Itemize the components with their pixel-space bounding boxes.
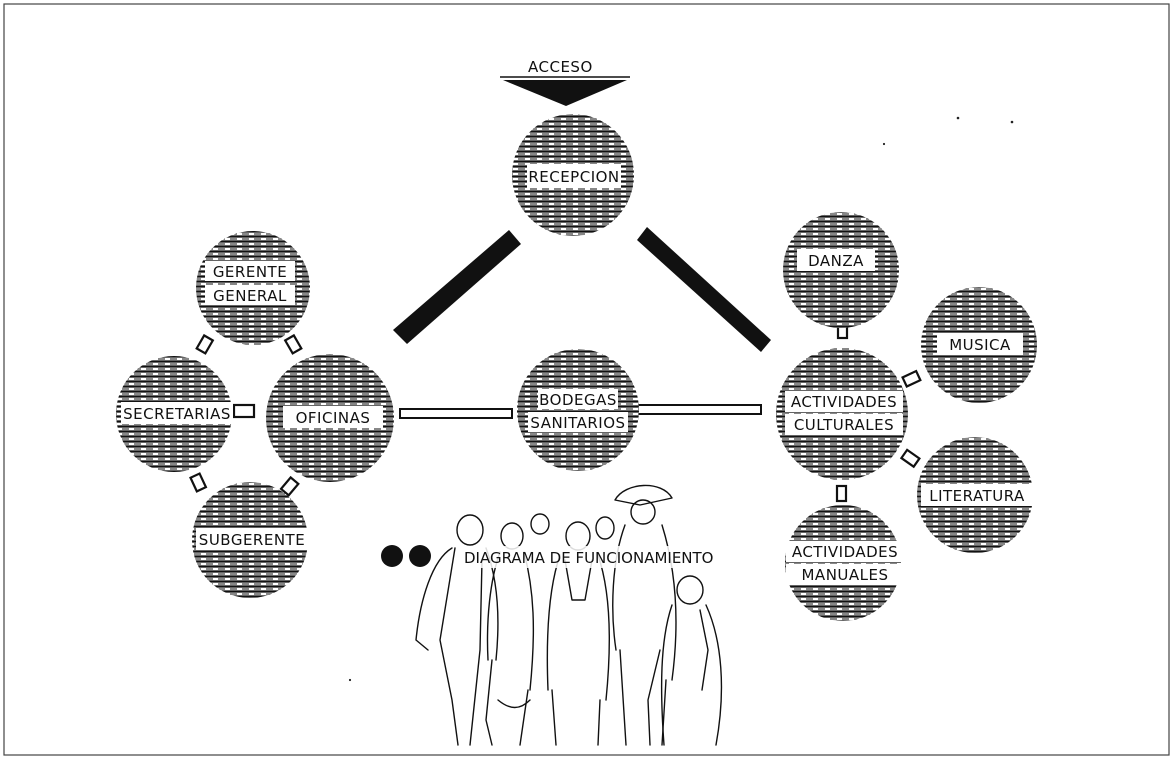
node-subgerente: SUBGERENTE <box>192 482 308 598</box>
connector-recepcion-oficinas <box>393 230 521 344</box>
node-bodegas-sanitarios: BODEGAS SANITARIOS <box>517 349 639 471</box>
node-label: GERENTE <box>213 263 287 281</box>
access-arrow <box>500 76 630 106</box>
title-bullet <box>381 545 403 567</box>
node-label: BODEGAS <box>539 391 617 409</box>
connector-oficinas-bodegas <box>399 408 513 419</box>
node-gerente-general: GERENTE GENERAL <box>196 231 310 345</box>
node-label: CULTURALES <box>794 416 894 434</box>
main-connectors <box>393 227 771 352</box>
node-label: OFICINAS <box>296 409 371 427</box>
node-label: MUSICA <box>949 336 1011 354</box>
node-actividades-manuales: ACTIVIDADES MANUALES <box>785 505 904 621</box>
node-label: DANZA <box>808 252 864 270</box>
node-label: RECEPCION <box>528 168 619 186</box>
node-label: MANUALES <box>801 566 888 584</box>
access-label: ACCESO <box>528 58 593 76</box>
node-label: SANITARIOS <box>530 414 625 432</box>
link-blocks <box>189 321 922 503</box>
diagram-title: DIAGRAMA DE FUNCIONAMIENTO <box>464 549 714 567</box>
title-bullet <box>409 545 431 567</box>
node-danza: DANZA <box>783 212 899 328</box>
node-label: SUBGERENTE <box>199 531 305 549</box>
diagram-frame <box>3 3 1170 756</box>
node-oficinas: OFICINAS <box>266 354 394 482</box>
connector-bodegas-actividades <box>632 404 762 415</box>
node-secretarias: SECRETARIAS <box>116 356 233 472</box>
node-label: ACTIVIDADES <box>791 393 897 411</box>
node-actividades-culturales: ACTIVIDADES CULTURALES <box>776 348 908 480</box>
node-recepcion: RECEPCION <box>512 114 634 236</box>
node-musica: MUSICA <box>921 287 1037 403</box>
people-sketch <box>415 484 723 746</box>
connector-recepcion-actividades <box>637 227 771 352</box>
node-label: SECRETARIAS <box>123 405 231 423</box>
node-label: ACTIVIDADES <box>792 543 898 561</box>
node-label: LITERATURA <box>929 487 1025 505</box>
node-label: GENERAL <box>213 287 287 305</box>
node-literatura: LITERATURA <box>917 437 1033 553</box>
